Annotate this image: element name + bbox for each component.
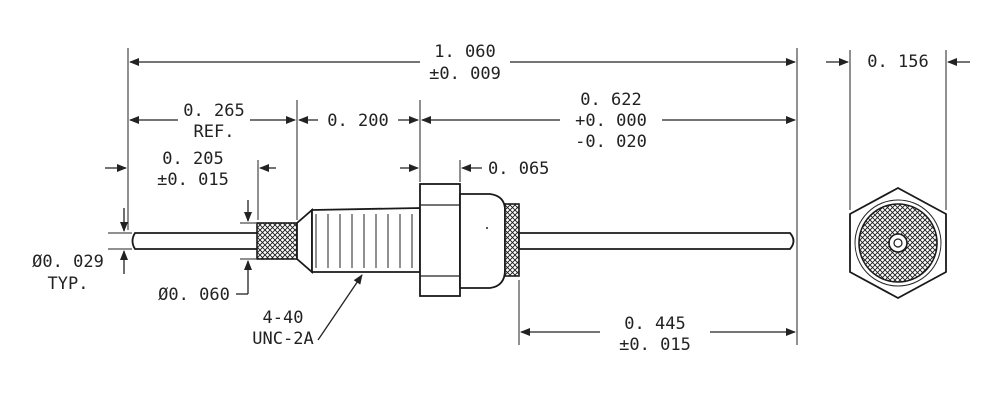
probe-length: 0. 622 (580, 90, 641, 110)
body-length: 0. 200 (327, 111, 388, 131)
hex-flat-width: 0. 156 (867, 52, 928, 72)
overall-tolerance: ±0. 009 (429, 64, 501, 84)
ref-label: REF. (194, 122, 235, 142)
right-knurl (504, 203, 520, 277)
left-knurl (256, 222, 298, 260)
thread-class: UNC-2A (252, 329, 313, 349)
side-view (131, 183, 795, 297)
probe-tip-length: 0. 445 (624, 314, 685, 334)
pin-typ: TYP. (48, 274, 89, 294)
probe-tip-tolerance: ±0. 015 (619, 335, 691, 355)
taper (296, 208, 313, 274)
end-view (849, 186, 947, 300)
probe (518, 232, 795, 250)
left-pin (131, 232, 259, 250)
hex-nut (419, 183, 461, 297)
shoulder (459, 193, 506, 289)
thread-size: 4-40 (263, 308, 304, 328)
knurl-diameter: Ø0. 060 (158, 285, 230, 305)
overall-length: 1. 060 (434, 42, 495, 62)
probe-minus-tol: -0. 020 (575, 132, 647, 152)
probe-plus-tol: +0. 000 (575, 111, 647, 131)
knurl-length: 0. 205 (162, 149, 223, 169)
extension-lines (108, 48, 947, 345)
dimension-lines (105, 58, 970, 341)
shoulder-length: 0. 065 (488, 159, 549, 179)
dimension-labels: 1. 060 ±0. 009 0. 265 REF. 0. 200 0. 622… (32, 42, 929, 355)
pin-diameter: Ø0. 029 (32, 252, 104, 272)
thread-marks (315, 214, 413, 268)
ref-length: 0. 265 (183, 101, 244, 121)
knurl-tolerance: ±0. 015 (157, 170, 229, 190)
